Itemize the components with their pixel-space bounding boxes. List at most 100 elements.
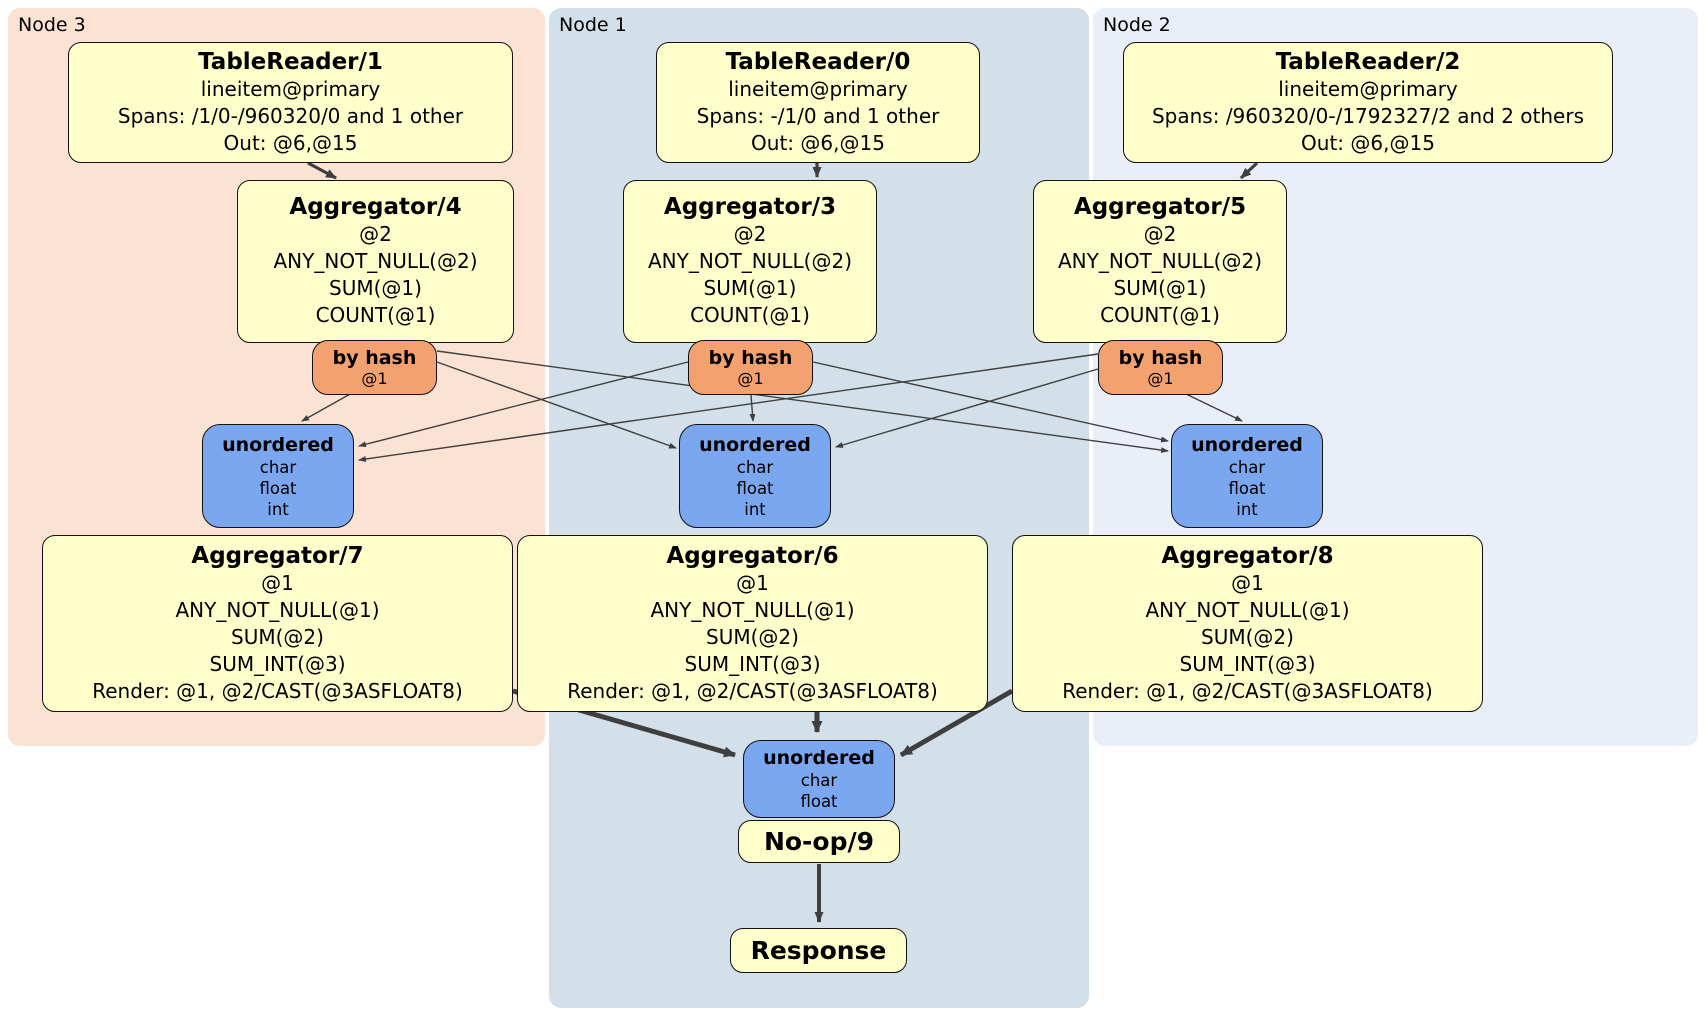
processor-title: Aggregator/4 <box>289 194 462 220</box>
processor-title: Aggregator/3 <box>663 194 837 220</box>
processor-spans: Spans: -/1/0 and 1 other <box>696 103 940 128</box>
processor-title: TableReader/2 <box>1275 48 1461 75</box>
processor-title: Response <box>750 935 887 965</box>
aggregator-fn: SUM(@2) <box>231 624 324 649</box>
aggregator-group-cols: @1 <box>1231 570 1264 595</box>
sync-col-type: char <box>1228 457 1266 477</box>
router-title: by hash <box>332 347 417 369</box>
processor-title: Aggregator/6 <box>666 542 839 569</box>
router-title: by hash <box>708 347 793 369</box>
edge-hash3-sync7 <box>358 361 689 448</box>
aggregator-fn: ANY_NOT_NULL(@2) <box>648 249 852 273</box>
edge-aggregator8-sync9 <box>899 688 1014 758</box>
sync-col-type: char <box>259 457 297 477</box>
aggregator-fn: SUM(@2) <box>706 624 799 649</box>
response-node: Response <box>730 928 907 973</box>
aggregator-fn: ANY_NOT_NULL(@2) <box>273 249 478 273</box>
aggregator-fn: SUM_INT(@3) <box>1179 651 1316 676</box>
node2-label: Node 2 <box>1103 14 1171 36</box>
processor-aggregator-4: Aggregator/4 @2 ANY_NOT_NULL(@2) SUM(@1)… <box>237 180 514 343</box>
sync-col-type: int <box>744 499 766 519</box>
sync-title: unordered <box>699 433 811 456</box>
processor-tablereader-2: TableReader/2 lineitem@primary Spans: /9… <box>1123 42 1613 163</box>
aggregator-group-cols: @2 <box>359 222 392 246</box>
processor-tablereader-1: TableReader/1 lineitem@primary Spans: /1… <box>68 42 513 163</box>
processor-title: Aggregator/8 <box>1161 542 1334 569</box>
processor-title: Aggregator/5 <box>1073 194 1247 220</box>
aggregator-group-cols: @2 <box>733 222 767 246</box>
sync-col-type: float <box>259 478 297 498</box>
processor-aggregator-7: Aggregator/7 @1 ANY_NOT_NULL(@1) SUM(@2)… <box>42 535 513 712</box>
processor-aggregator-5: Aggregator/5 @2 ANY_NOT_NULL(@2) SUM(@1)… <box>1033 180 1287 343</box>
processor-title: No-op/9 <box>763 826 875 856</box>
edge-hash4-sync7 <box>301 392 353 422</box>
aggregator-fn: ANY_NOT_NULL(@1) <box>650 597 855 622</box>
aggregator-fn: SUM(@1) <box>329 276 422 300</box>
aggregator-fn: SUM_INT(@3) <box>209 651 346 676</box>
edge-hash4-sync8 <box>436 350 1169 454</box>
processor-noop-9: No-op/9 <box>738 820 900 863</box>
router-by-hash-4: by hash @1 <box>312 340 437 395</box>
edge-hash3-sync6 <box>749 394 756 422</box>
aggregator-fn: ANY_NOT_NULL(@1) <box>1145 597 1350 622</box>
sync-col-type: char <box>800 771 838 790</box>
aggregator-fn: ANY_NOT_NULL(@1) <box>175 597 380 622</box>
sync-title: unordered <box>763 747 875 769</box>
processor-title: TableReader/1 <box>198 48 383 75</box>
processor-tablereader-0: TableReader/0 lineitem@primary Spans: -/… <box>656 42 980 163</box>
aggregator-fn: COUNT(@1) <box>690 303 810 327</box>
edge-hash5-sync8 <box>1185 393 1243 422</box>
sync-unordered-9: unordered char float <box>743 740 895 818</box>
sync-col-type: float <box>736 478 774 498</box>
sync-col-type: int <box>267 499 289 519</box>
aggregator-group-cols: @1 <box>261 570 294 595</box>
edge-hash5-sync6 <box>835 368 1099 448</box>
router-hash-col: @1 <box>737 369 764 388</box>
sync-col-type: float <box>800 792 838 811</box>
sync-col-type: float <box>1228 478 1266 498</box>
sync-title: unordered <box>1191 433 1303 456</box>
processor-index: lineitem@primary <box>200 76 381 101</box>
edge-hash4-sync6 <box>436 361 677 449</box>
router-by-hash-3: by hash @1 <box>688 340 813 395</box>
processor-aggregator-8: Aggregator/8 @1 ANY_NOT_NULL(@1) SUM(@2)… <box>1012 535 1483 712</box>
edge-tablereader2-aggregator5 <box>1239 161 1259 180</box>
aggregator-fn: ANY_NOT_NULL(@2) <box>1058 249 1262 273</box>
processor-out: Out: @6,@15 <box>223 130 358 155</box>
processor-out: Out: @6,@15 <box>751 130 885 155</box>
edge-hash5-sync7 <box>358 353 1099 462</box>
node3-label: Node 3 <box>18 14 86 36</box>
aggregator-render: Render: @1, @2/CAST(@3ASFLOAT8) <box>567 678 938 703</box>
aggregator-group-cols: @1 <box>736 570 769 595</box>
sync-col-type: int <box>1236 499 1258 519</box>
router-hash-col: @1 <box>361 369 388 388</box>
node1-label: Node 1 <box>559 14 627 36</box>
processor-out: Out: @6,@15 <box>1301 130 1435 155</box>
aggregator-fn: SUM(@2) <box>1201 624 1294 649</box>
aggregator-group-cols: @2 <box>1143 222 1177 246</box>
sync-unordered-8: unordered char float int <box>1171 424 1323 528</box>
sync-unordered-7: unordered char float int <box>202 424 354 528</box>
aggregator-fn: SUM(@1) <box>1113 276 1207 300</box>
processor-aggregator-6: Aggregator/6 @1 ANY_NOT_NULL(@1) SUM(@2)… <box>517 535 988 712</box>
processor-title: Aggregator/7 <box>191 542 364 569</box>
router-title: by hash <box>1118 347 1203 369</box>
processor-spans: Spans: /1/0-/960320/0 and 1 other <box>117 103 464 128</box>
sync-col-type: char <box>736 457 774 477</box>
processor-title: TableReader/0 <box>725 48 911 75</box>
aggregator-fn: COUNT(@1) <box>1100 303 1220 327</box>
router-hash-col: @1 <box>1147 369 1174 388</box>
aggregator-render: Render: @1, @2/CAST(@3ASFLOAT8) <box>1062 678 1433 703</box>
aggregator-fn: SUM(@1) <box>703 276 797 300</box>
edge-tablereader1-aggregator4 <box>307 161 337 180</box>
processor-aggregator-3: Aggregator/3 @2 ANY_NOT_NULL(@2) SUM(@1)… <box>623 180 877 343</box>
processor-index: lineitem@primary <box>728 76 908 101</box>
router-by-hash-5: by hash @1 <box>1098 340 1223 395</box>
processor-index: lineitem@primary <box>1278 76 1458 101</box>
sync-unordered-6: unordered char float int <box>679 424 831 528</box>
aggregator-fn: COUNT(@1) <box>315 303 436 327</box>
processor-spans: Spans: /960320/0-/1792327/2 and 2 others <box>1151 103 1584 128</box>
sync-title: unordered <box>222 433 334 456</box>
aggregator-render: Render: @1, @2/CAST(@3ASFLOAT8) <box>92 678 463 703</box>
